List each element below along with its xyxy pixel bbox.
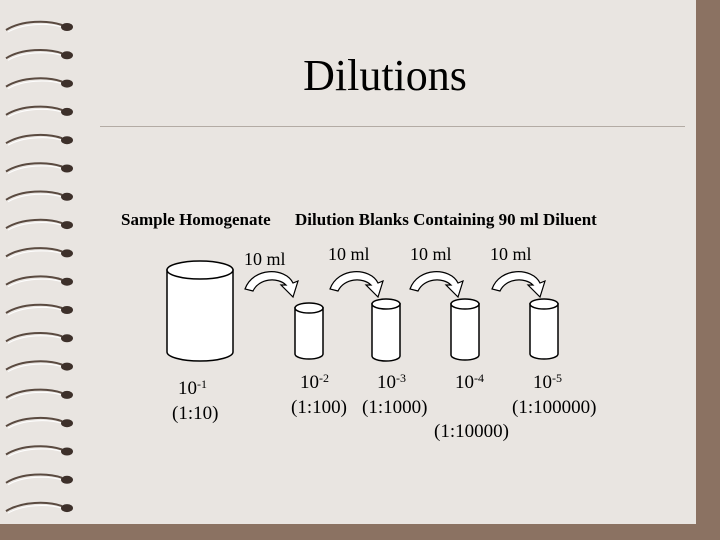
dilution-ratio-4: (1:10000) <box>434 421 509 442</box>
dilution-diagram <box>166 260 559 362</box>
dilution-factor-2: 10-2 <box>300 371 329 393</box>
binding-ring <box>5 20 73 33</box>
spiral-binding <box>5 20 73 514</box>
blank-tube-2 <box>371 298 401 362</box>
binding-ring <box>5 303 73 316</box>
sample-cylinder <box>166 260 234 362</box>
binding-ring <box>5 49 73 61</box>
binding-ring <box>5 190 73 203</box>
sample-heading: Sample Homogenate <box>121 210 271 229</box>
dilution-factor-1: 10-1 <box>178 377 207 399</box>
binding-ring <box>5 247 73 259</box>
title-divider <box>100 126 685 127</box>
blank-tube-3 <box>450 298 480 361</box>
binding-ring <box>5 388 73 401</box>
binding-ring <box>5 445 73 457</box>
transfer-volume-2: 10 ml <box>328 244 370 264</box>
transfer-volume-4: 10 ml <box>490 244 532 264</box>
transfer-arrow-4 <box>491 271 546 299</box>
transfer-arrow-2 <box>329 271 384 299</box>
binding-ring <box>5 77 73 90</box>
transfer-arrow-3 <box>409 271 464 299</box>
slide-title: Dilutions <box>303 51 467 100</box>
blank-tube-4 <box>529 298 559 360</box>
binding-ring <box>5 218 73 231</box>
slide: Dilutions Sample Homogenate Dilution Bla… <box>0 0 696 524</box>
dilution-ratio-5: (1:100000) <box>512 397 597 418</box>
binding-ring <box>5 332 73 344</box>
binding-ring <box>5 416 73 429</box>
transfer-arrow-1 <box>244 271 299 299</box>
binding-ring <box>5 105 73 118</box>
binding-ring <box>5 473 73 486</box>
binding-ring <box>5 501 73 514</box>
binding-ring <box>5 360 73 373</box>
binding-ring <box>5 133 73 146</box>
dilution-ratio-1: (1:10) <box>172 403 219 424</box>
dilution-factor-5: 10-5 <box>533 371 562 393</box>
transfer-volume-1: 10 ml <box>244 249 286 269</box>
blank-tube-1 <box>294 302 324 360</box>
binding-ring <box>5 162 73 174</box>
dilution-factor-4: 10-4 <box>455 371 484 393</box>
dilution-ratio-3: (1:1000) <box>362 397 428 418</box>
binding-ring <box>5 275 73 288</box>
dilution-ratio-2: (1:100) <box>291 397 347 418</box>
blanks-heading: Dilution Blanks Containing 90 ml Diluent <box>295 210 597 229</box>
transfer-volume-3: 10 ml <box>410 244 452 264</box>
dilution-factor-3: 10-3 <box>377 371 406 393</box>
